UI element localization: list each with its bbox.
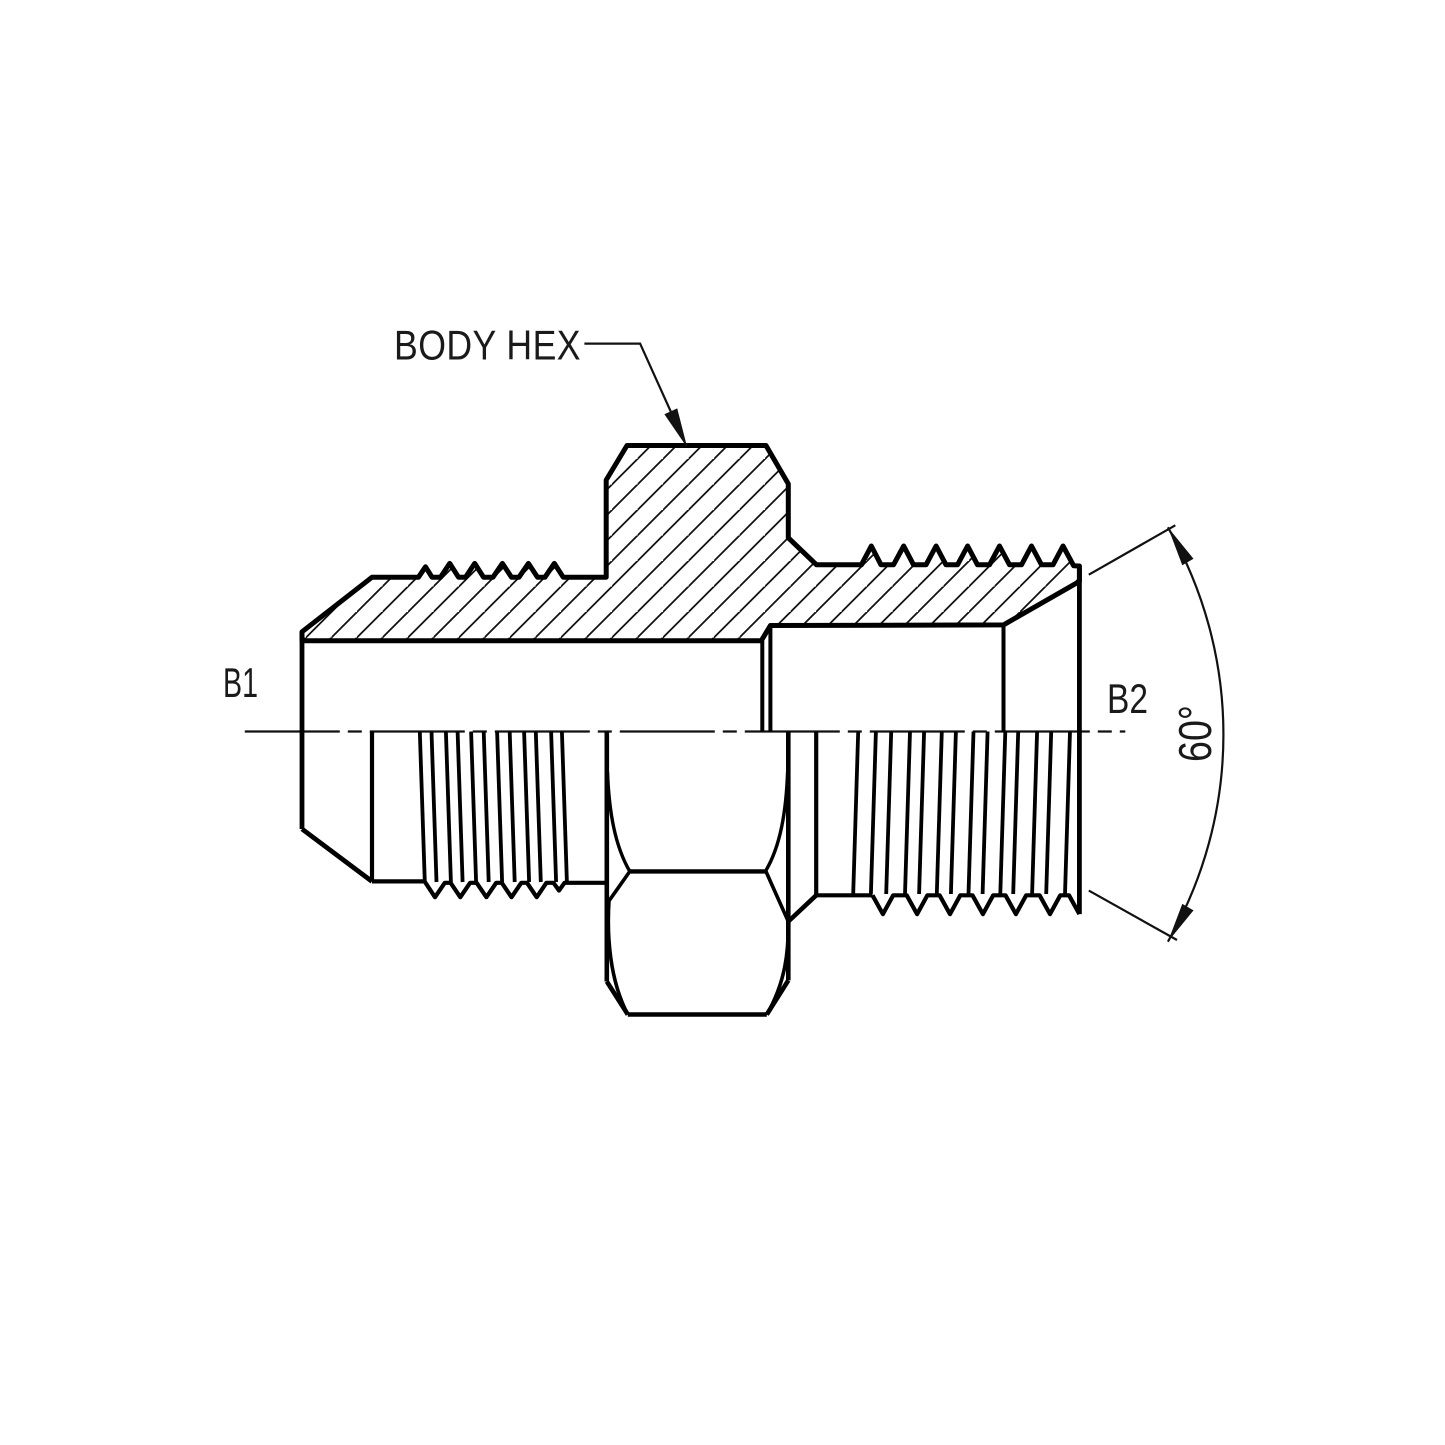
body-hex-leader bbox=[584, 342, 688, 448]
right-thread-flanks bbox=[851, 731, 1072, 895]
section-hatch-region bbox=[299, 443, 1082, 644]
hex-body-external bbox=[604, 731, 791, 1017]
leader-arrowhead bbox=[664, 408, 688, 448]
callout-label: BODY HEX bbox=[394, 321, 581, 368]
bore-step-edges bbox=[760, 624, 1006, 732]
arc-arrowhead-top bbox=[1167, 527, 1194, 566]
angle-dimension bbox=[1088, 524, 1225, 943]
right-port-external bbox=[786, 566, 1082, 924]
dimension-arc bbox=[1166, 526, 1225, 943]
left-port-external bbox=[299, 631, 607, 900]
port-label-b1: B1 bbox=[223, 659, 258, 706]
left-thread-flanks bbox=[417, 731, 569, 883]
arc-arrowhead-bottom bbox=[1167, 903, 1194, 942]
angle-label: 60° bbox=[1169, 705, 1221, 762]
port-label-b2: B2 bbox=[1107, 675, 1148, 722]
